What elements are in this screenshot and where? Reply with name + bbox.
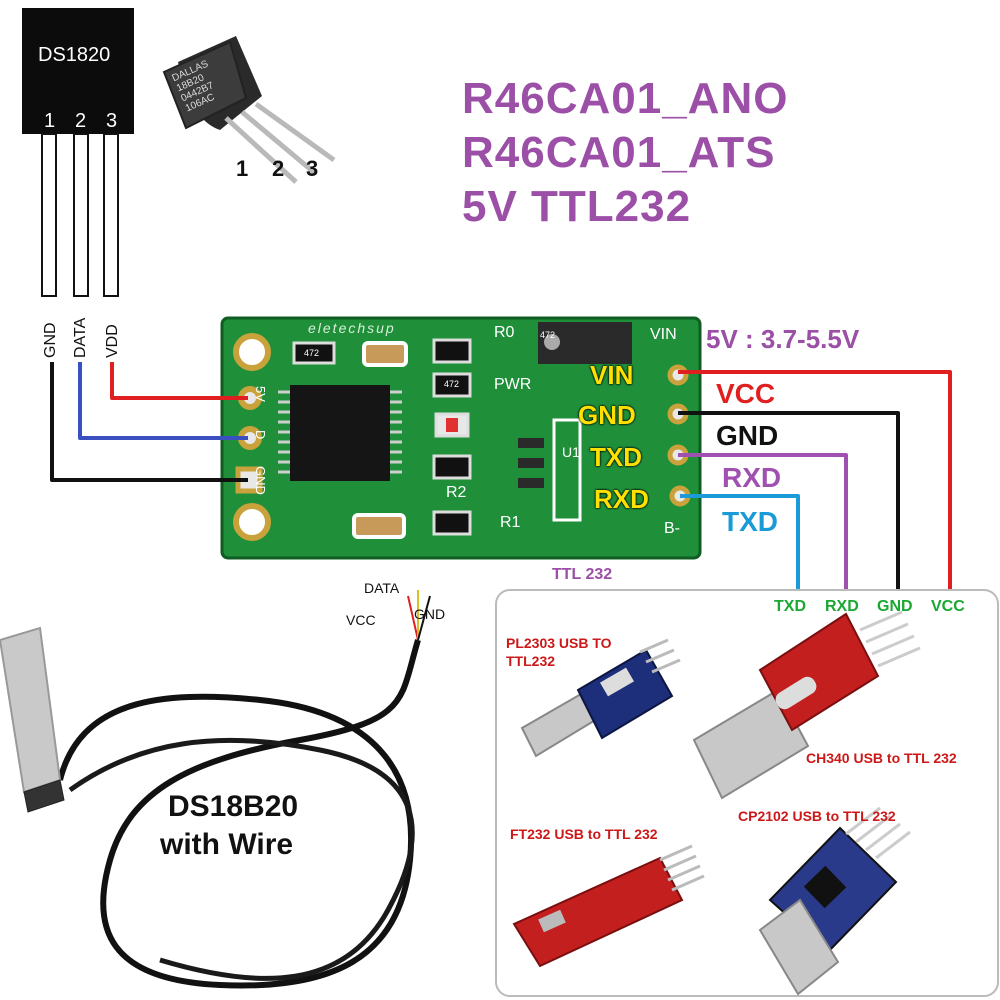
ds18b20-probe-photo: [0, 590, 431, 989]
adapter-pin-rxd: RXD: [825, 598, 859, 615]
adapter-pin-txd: TXD: [774, 598, 806, 615]
silk-r0: R0: [494, 324, 515, 341]
pin-rxd: RXD: [594, 484, 649, 514]
probe-wire-data: DATA: [364, 580, 400, 596]
wire-gnd: [50, 362, 248, 482]
wire-label-txd: TXD: [722, 506, 778, 537]
probe-caption-line-1: DS18B20: [168, 790, 299, 823]
ds1820-package: [22, 8, 134, 134]
wire-label-rxd: RXD: [722, 462, 782, 493]
ch340-adapter-photo: [692, 610, 921, 800]
silk-u1: U1: [562, 444, 580, 460]
to92-pin-number-3: 3: [306, 156, 319, 181]
silk-b-minus: B-: [664, 520, 680, 537]
ds1820-leads: [41, 133, 119, 297]
ds1820-pin-number-1: 1: [44, 110, 56, 132]
ds1820-pin-number-3: 3: [106, 110, 118, 132]
cp2102-label: CP2102 USB to TTL 232: [738, 808, 896, 824]
wire-vdd: [110, 362, 248, 400]
wire-data: [78, 362, 248, 440]
silk-d: D: [253, 430, 268, 440]
adapter-pin-gnd: GND: [877, 598, 913, 615]
cp2102-adapter-photo: [758, 806, 911, 996]
ft232-adapter-photo: [512, 844, 705, 968]
silk-pwr: PWR: [494, 376, 532, 393]
wire-txd: [680, 494, 800, 600]
wire-gnd-right: [678, 411, 900, 600]
probe-wire-vcc: VCC: [346, 612, 376, 628]
ttl-caption: TTL 232: [552, 566, 613, 583]
power-note: 5V : 3.7-5.5V: [706, 324, 860, 354]
wire-label-vcc: VCC: [716, 378, 776, 409]
silk-gnd: GND: [253, 466, 268, 495]
silk-vin: VIN: [650, 326, 677, 343]
ft232-label: FT232 USB to TTL 232: [510, 826, 658, 842]
pl2303-label: PL2303 USB TO TTL232: [506, 635, 612, 669]
to92-sensor-photo: [162, 36, 336, 184]
board-brand: eletechsup: [308, 320, 396, 336]
silk-r1: R1: [500, 514, 521, 531]
pin-txd: TXD: [590, 442, 642, 472]
probe-caption-line-2: with Wire: [160, 828, 294, 861]
to92-pin-number-1: 1: [236, 156, 249, 181]
silk-resistor-code-1: 472: [304, 348, 320, 358]
pin-vin: VIN: [590, 360, 634, 390]
silk-resistor-code-3: 472: [540, 330, 556, 340]
wire-rxd: [678, 453, 848, 600]
pcb-board: [220, 316, 702, 560]
silk-5v: 5V: [253, 386, 268, 402]
ds1820-part-label: DS1820: [38, 44, 111, 66]
pin-gnd: GND: [578, 400, 636, 430]
probe-wire-gnd: GND: [414, 606, 446, 622]
ch340-label: CH340 USB to TTL 232: [806, 750, 957, 766]
ic-chip: [290, 385, 390, 481]
ds1820-pin-name-vdd: VDD: [104, 324, 121, 358]
adapter-pin-vcc: VCC: [931, 598, 965, 615]
silk-r2: R2: [446, 484, 467, 501]
to92-pin-number-2: 2: [272, 156, 285, 181]
wire-vcc: [678, 370, 952, 600]
silk-resistor-code-2: 472: [444, 379, 460, 389]
ds1820-pin-name-gnd: GND: [42, 322, 59, 358]
wire-label-gnd: GND: [716, 420, 779, 451]
title-line-1: R46CA01_ANO: [462, 74, 789, 123]
ds1820-pin-name-data: DATA: [72, 317, 89, 358]
title-line-3: 5V TTL232: [462, 182, 692, 231]
pl2303-adapter-photo: [520, 638, 681, 758]
title-line-2: R46CA01_ATS: [462, 128, 776, 177]
ds1820-pin-number-2: 2: [75, 110, 87, 132]
